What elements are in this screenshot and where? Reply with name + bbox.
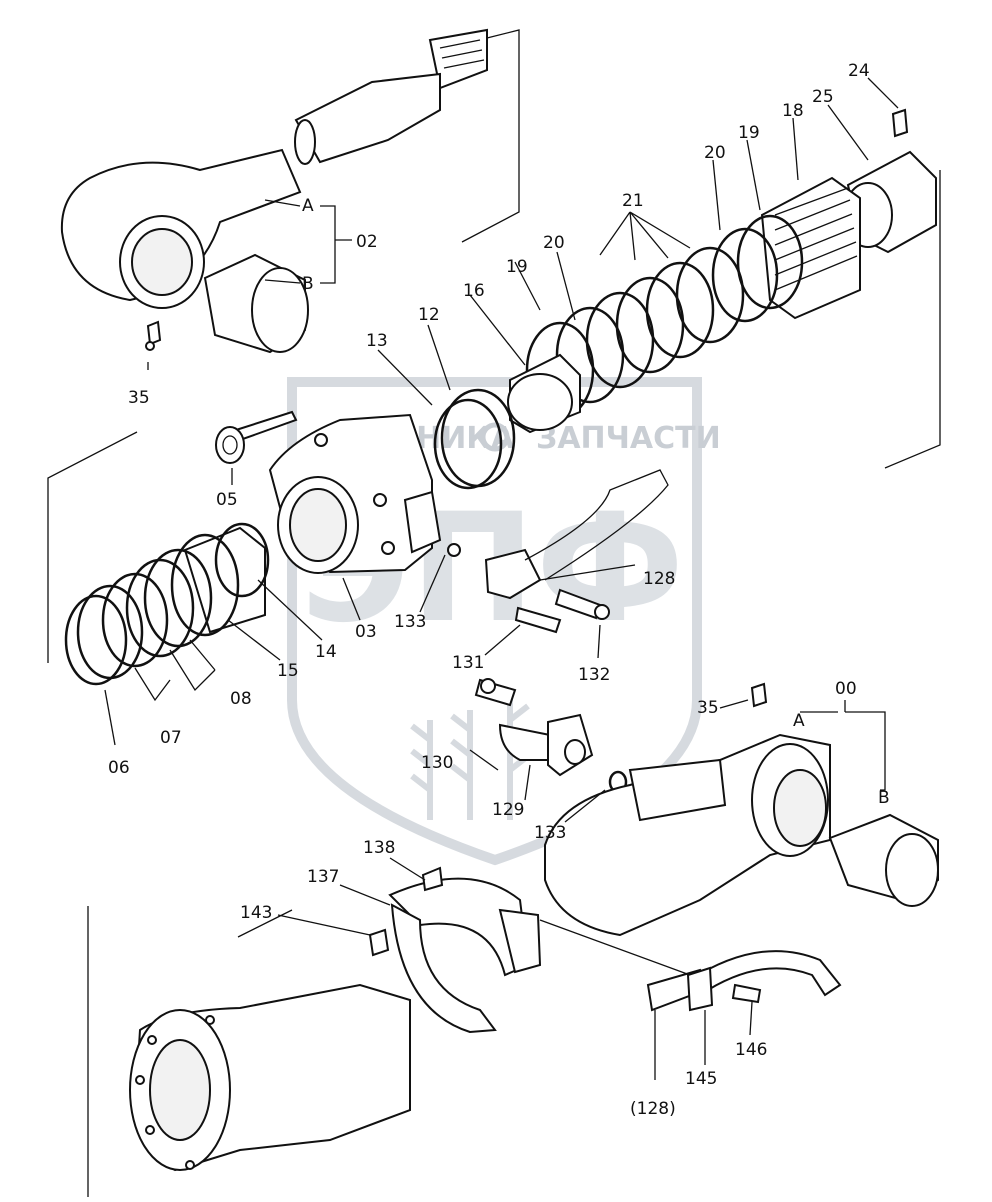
gear-icon — [480, 422, 510, 452]
label-128-ref: (128) — [630, 1099, 676, 1119]
label-14: 14 — [315, 642, 337, 662]
label-05: 05 — [216, 490, 238, 510]
cylinder-head-03 — [215, 410, 461, 574]
label-02-b: B — [302, 274, 314, 294]
cylinder-bottom-body — [129, 983, 411, 1172]
label-00-a: A — [793, 711, 805, 731]
clamp-138 — [368, 866, 542, 1034]
label-12: 12 — [418, 305, 440, 325]
part-labels: 24 25 18 19 20 21 20 19 16 12 13 A 02 B … — [108, 61, 890, 1119]
label-02: 02 — [356, 232, 378, 252]
piston-stack — [433, 108, 937, 490]
packing-rings — [64, 522, 270, 686]
label-129: 129 — [492, 800, 524, 820]
label-132: 132 — [578, 665, 610, 685]
label-128: 128 — [643, 569, 675, 589]
shield-icon — [287, 377, 702, 866]
label-21: 21 — [622, 191, 644, 211]
label-00-b: B — [878, 788, 890, 808]
label-133-upper: 133 — [394, 612, 426, 632]
pipe-128 — [484, 469, 669, 634]
label-143: 143 — [240, 903, 272, 923]
label-00: 00 — [835, 679, 857, 699]
frame-lines — [47, 29, 941, 1197]
elbow-fitting-130 — [474, 678, 628, 794]
label-19-upper: 19 — [738, 123, 760, 143]
label-130: 130 — [421, 753, 453, 773]
label-13: 13 — [366, 331, 388, 351]
label-19-lower: 19 — [506, 257, 528, 277]
label-03: 03 — [355, 622, 377, 642]
label-131: 131 — [452, 653, 484, 673]
cylinder-tube-00 — [544, 682, 939, 937]
label-18: 18 — [782, 101, 804, 121]
label-24: 24 — [848, 61, 870, 81]
label-07: 07 — [160, 728, 182, 748]
rod-end-assembly-02 — [60, 28, 488, 354]
pipe-assembly-145 — [646, 950, 842, 1012]
label-138: 138 — [363, 838, 395, 858]
label-02-a: A — [302, 196, 314, 216]
leader-lines — [104, 77, 899, 1080]
label-20-lower: 20 — [543, 233, 565, 253]
watermark-text-right: ЗАПЧАСТИ — [536, 421, 721, 456]
label-137: 137 — [307, 867, 339, 887]
label-146: 146 — [735, 1040, 767, 1060]
label-08: 08 — [230, 689, 252, 709]
label-16: 16 — [463, 281, 485, 301]
label-145: 145 — [685, 1069, 717, 1089]
label-20-upper: 20 — [704, 143, 726, 163]
label-15: 15 — [277, 661, 299, 681]
label-06: 06 — [108, 758, 130, 778]
label-35-upper: 35 — [128, 388, 150, 408]
label-133-lower: 133 — [534, 823, 566, 843]
label-25: 25 — [812, 87, 834, 107]
label-35-lower: 35 — [697, 698, 719, 718]
